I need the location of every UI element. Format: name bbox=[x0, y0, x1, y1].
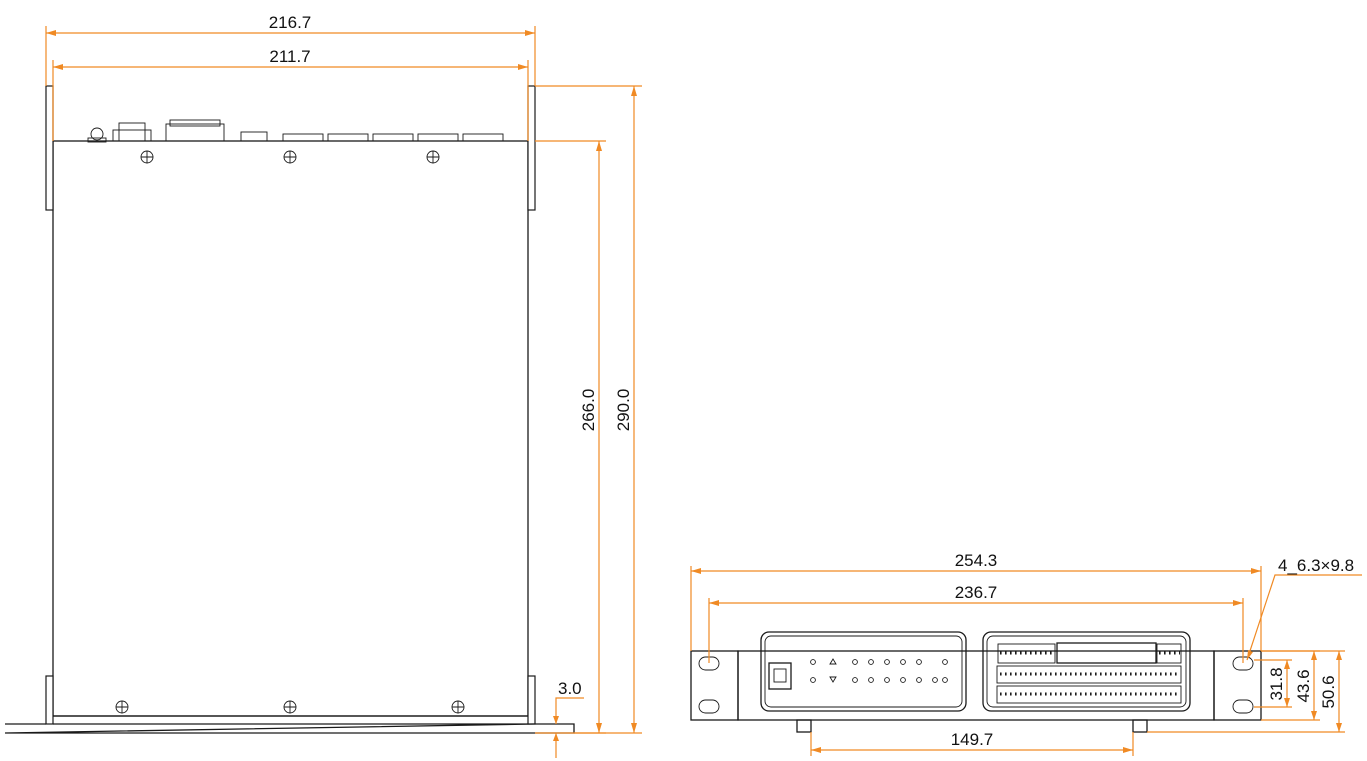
dim-label: 216.7 bbox=[269, 13, 312, 32]
top-left-ear bbox=[45, 85, 54, 211]
dim-label: 3.0 bbox=[558, 679, 582, 698]
foot bbox=[1132, 719, 1148, 733]
front-right-ear bbox=[1213, 650, 1262, 721]
front-view: 254.3 236.7 4_6.3×9.8 149.7 31.8 bbox=[690, 551, 1362, 756]
front-body bbox=[737, 650, 1215, 721]
dim-top-overall-width: 216.7 bbox=[45, 13, 536, 86]
dim-label: 254.3 bbox=[955, 551, 998, 570]
dim-label: 43.6 bbox=[1294, 669, 1313, 702]
foot bbox=[796, 719, 812, 733]
mounting-slot bbox=[698, 699, 720, 714]
dim-flange-thickness: 3.0 bbox=[553, 679, 584, 758]
dim-label: 4_6.3×9.8 bbox=[1278, 556, 1354, 575]
indicator-leds bbox=[810, 658, 948, 683]
dim-label: 211.7 bbox=[269, 47, 310, 66]
bottom-left-ear bbox=[45, 675, 54, 725]
usb-port bbox=[768, 662, 792, 690]
control-panel-inner bbox=[764, 635, 963, 708]
top-view: 216.7 211.7 266.0 290.0 3.0 bbox=[4, 13, 642, 758]
bottom-right-ear bbox=[527, 675, 536, 725]
top-view-body bbox=[52, 140, 529, 717]
mounting-slot bbox=[1232, 699, 1254, 714]
dim-hole-vertical-spacing: 31.8 bbox=[1254, 659, 1292, 708]
dim-label: 236.7 bbox=[955, 583, 998, 602]
dim-hole-callout: 4_6.3×9.8 bbox=[1246, 556, 1362, 661]
dim-foot-spacing: 149.7 bbox=[810, 730, 1134, 756]
dim-overall-depth: 290.0 bbox=[535, 85, 642, 734]
top-right-ear bbox=[527, 85, 536, 211]
dim-label: 149.7 bbox=[951, 730, 994, 749]
dim-label: 290.0 bbox=[614, 389, 633, 432]
display-window bbox=[1056, 642, 1157, 664]
control-panel bbox=[760, 631, 967, 712]
base-flange bbox=[4, 715, 575, 734]
dim-hole-spacing: 236.7 bbox=[708, 583, 1244, 663]
screws bbox=[115, 150, 465, 714]
front-left-ear bbox=[690, 650, 739, 721]
terminal-rows bbox=[996, 643, 1182, 704]
dim-label: 50.6 bbox=[1319, 675, 1338, 708]
dim-overall-height: 50.6 bbox=[1147, 650, 1345, 733]
dim-front-overall-width: 254.3 bbox=[690, 551, 1262, 651]
dim-label: 31.8 bbox=[1267, 667, 1286, 700]
connector-panel bbox=[982, 631, 1191, 712]
rear-connectors bbox=[87, 119, 504, 143]
dim-body-depth: 266.0 bbox=[535, 140, 606, 734]
dim-top-inner-width: 211.7 bbox=[52, 47, 529, 141]
connector-panel-inner bbox=[986, 635, 1187, 708]
dim-label: 266.0 bbox=[579, 389, 598, 432]
